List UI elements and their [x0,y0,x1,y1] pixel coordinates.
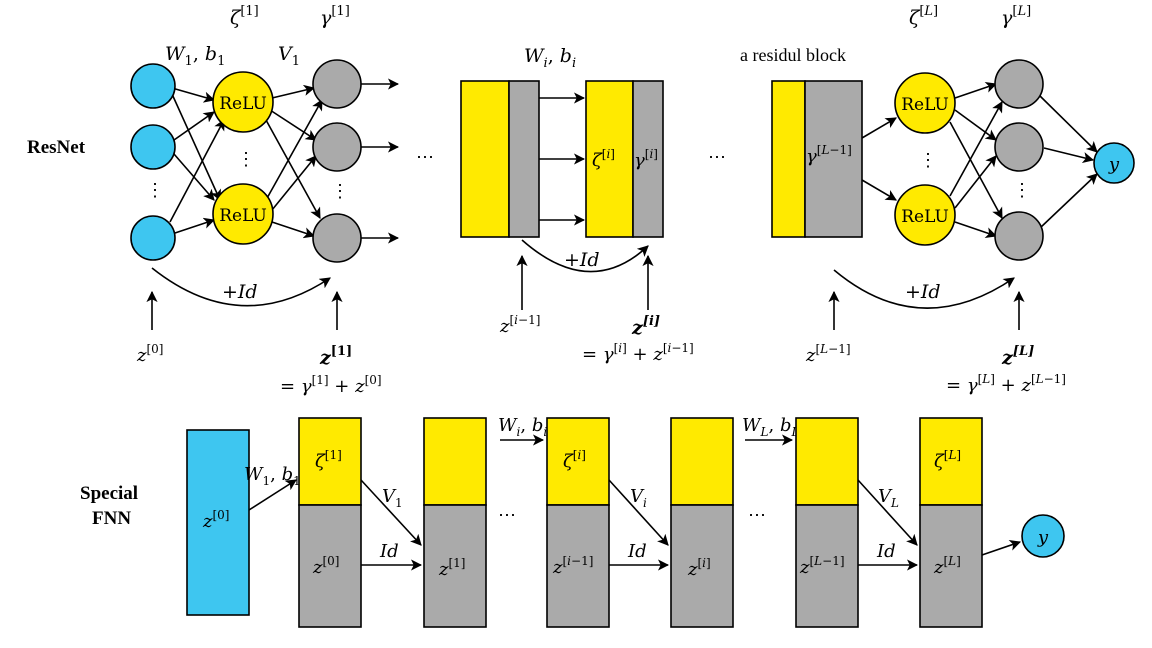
fnn-col1-z0-label: z[0] [312,554,339,578]
resnet-input-node-3 [130,215,176,261]
ellipsis-2: ⋯ [708,147,726,168]
relu-vdots-1: ⋮ [237,149,255,170]
fnn-col3-gray [546,504,610,628]
fnn-col2-gray [423,504,487,628]
zetaL-label: ζ[L] [909,4,938,29]
right-yellow-bar [771,80,806,238]
resnet-output-y-label: y [1108,154,1120,175]
relu-node-2 [212,183,274,245]
id-label-1: +Id [222,281,258,303]
zeta1-label: ζ[1] [230,4,259,29]
fnn-z0-label: z[0] [202,508,229,532]
middle-gray-bar-left [508,80,540,238]
fnn-id-label-2: Id [627,541,647,562]
v1-label: V1 [278,43,300,69]
gamma-vdots: ⋮ [331,181,349,202]
fnn-col1-yellow [298,417,362,506]
gamma-node-3 [312,213,362,263]
fnn-label-line1: Special [80,483,138,504]
fnn-vL-arrow [857,479,918,546]
fnn-vL-label: VL [878,486,899,510]
right-gray-bar [804,80,863,238]
id-label-3: +Id [905,281,941,303]
middle-yellow-bar-left [460,80,510,238]
relu-label-2: ReLU [219,206,267,226]
wibi-label: Wi, bi [524,45,576,71]
relu-node-4 [894,184,956,246]
fnn-ellipsis-2: ⋯ [748,505,766,526]
fnn-wLbL-label: WL, bL [742,415,799,439]
gamma-node-1 [312,59,362,109]
relu-label-1: ReLU [219,94,267,114]
middle-yellow-bar-right [585,80,634,238]
resnet-first-connections [169,78,400,244]
fnn-input-z0-bar [186,429,250,616]
relu-vdots-2: ⋮ [919,150,937,171]
middle-skip-arc [521,239,649,273]
z1-equation: = γ[1] + z[0] [280,373,382,397]
resnet-skip-arc-1 [151,267,331,307]
id-label-2: +Id [564,249,600,271]
w1b1-label: W1, b1 [165,43,225,69]
right-connections [861,81,1098,239]
resnet-skip-arc-3 [833,269,1015,309]
middle-gray-bar-right [632,80,664,238]
fnn-output-y-node [1021,514,1065,558]
z0-label: z[0] [136,342,163,366]
relu-node-3 [894,72,956,134]
resnet-input-node-1 [130,63,176,109]
fnn-label-line2: FNN [92,508,131,529]
fnn-col5-gray [795,504,859,628]
gammaL-label: γ[L] [1001,4,1031,29]
zim1-label: z[i−1] [499,313,540,337]
fnn-col6-gray [919,504,983,628]
relu-node-1 [212,71,274,133]
gammaL-vdots: ⋮ [1013,180,1031,201]
zL-bold-label: z[L] [1001,344,1034,369]
zi-equation: = γ[i] + z[i−1] [582,341,694,365]
relu-label-4: ReLU [901,207,949,227]
fnn-id-label-3: Id [876,541,896,562]
fnn-col5-yellow [795,417,859,506]
input-vdots: ⋮ [146,180,164,201]
resnet-input-node-2 [130,124,176,170]
fnn-ellipsis-1: ⋯ [498,505,516,526]
fnn-w1-arrow [248,479,297,511]
relu-label-3: ReLU [901,95,949,115]
fnn-w1b1-label: W1, b1 [244,464,301,488]
fnn-v1-arrow [360,479,422,546]
fnn-col4-gray [670,504,734,628]
fnn-output-y-label: y [1037,527,1049,548]
gammaL-node-1 [994,59,1044,109]
fnn-col3-yellow [546,417,610,506]
gamma1-label: γ[1] [320,4,350,29]
fnn-col4-yellow [670,417,734,506]
middle-arrows [539,92,586,226]
fnn-wibi-label: Wi, bi [498,415,547,439]
zi-bold-label: z[i] [631,314,660,339]
fnn-output-arrow [981,539,1022,556]
fnn-vi-arrow [608,479,669,546]
resnet-label: ResNet [27,137,86,158]
fnn-col6-yellow [919,417,983,506]
fnn-id-label-1: Id [379,541,399,562]
zL-equation: = γ[L] + z[L−1] [946,372,1066,396]
residual-caption: a residul block [740,45,846,65]
fnn-col2-yellow [423,417,487,506]
gammaL-node-3 [994,211,1044,261]
fnn-v1-label: V1 [382,486,403,510]
ellipsis-1: ⋯ [416,147,434,168]
zLm1-label: z[L−1] [805,342,851,366]
z1-bold-label: z[1] [319,344,352,369]
fnn-col1-gray [298,504,362,628]
fnn-vi-label: Vi [630,486,647,510]
gamma-node-2 [312,122,362,172]
resnet-output-y-node [1093,142,1135,184]
gammaL-node-2 [994,122,1044,172]
